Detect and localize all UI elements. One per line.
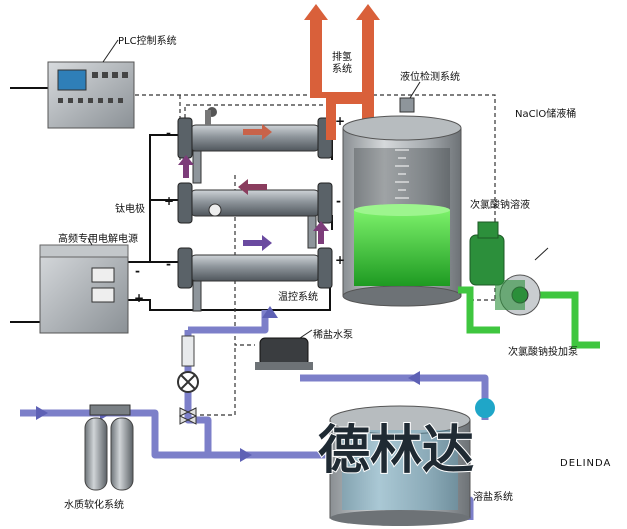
electrolytic-cell-3 xyxy=(177,247,333,289)
flow-meter xyxy=(177,335,199,425)
cell3-right-sign: + xyxy=(335,253,345,267)
solution-label: 次氯酸钠溶液 xyxy=(470,198,530,211)
hydrogen-exhaust-label-1: 排氢 xyxy=(332,50,352,63)
plc-control-cabinet xyxy=(47,39,135,129)
salt-dissolving-tank xyxy=(329,405,471,526)
brand-chinese-text: 德林达 xyxy=(318,421,474,481)
level-detect-label: 液位检测系统 xyxy=(400,70,460,83)
cell1-left-sign: - xyxy=(166,126,171,140)
labels: PLC控制系统 排氢 系统 液位检测系统 NaClO储液桶 次氯酸钠溶液 钛电极… xyxy=(58,34,578,511)
electrolytic-cell-2 xyxy=(177,182,333,224)
cell-flow-arrows xyxy=(178,124,329,251)
brand-english-text: DELINDA xyxy=(560,458,611,469)
power-wiring xyxy=(10,87,333,323)
temp-control-label: 温控系统 xyxy=(278,290,318,303)
brine-pump-label: 稀盐水泵 xyxy=(313,328,353,341)
hydrogen-exhaust-label-2: 系统 xyxy=(332,62,352,75)
plc-label: PLC控制系统 xyxy=(118,34,177,47)
water-softening-label: 水质软化系统 xyxy=(64,498,124,511)
titanium-electrode-label: 钛电极 xyxy=(115,202,145,215)
brand-logo: 德林达 DELINDA xyxy=(317,398,611,482)
dilute-brine-pump xyxy=(255,329,313,370)
cell2-right-sign: - xyxy=(336,194,341,208)
water-softening-tanks xyxy=(84,404,134,491)
cell2-left-sign: + xyxy=(164,194,174,208)
naclo-storage-tank xyxy=(342,81,462,307)
dosing-pump-label: 次氯酸钠投加泵 xyxy=(508,345,578,358)
cell3-left-sign: - xyxy=(166,257,171,271)
terminal-signs: - + + - - + - + xyxy=(134,114,345,305)
storage-tank-label: NaClO储液桶 xyxy=(515,107,576,120)
power-supply-label: 高频专用电解电源 xyxy=(58,232,138,245)
cell1-right-sign: + xyxy=(335,114,345,128)
salt-system-label: 溶盐系统 xyxy=(473,490,513,503)
psu-bottom-sign: + xyxy=(134,291,144,305)
naclo-dosing-pump xyxy=(458,221,600,349)
electrolysis-power-supply xyxy=(39,237,129,334)
cell-risers xyxy=(192,150,317,312)
psu-top-sign: - xyxy=(135,264,140,278)
